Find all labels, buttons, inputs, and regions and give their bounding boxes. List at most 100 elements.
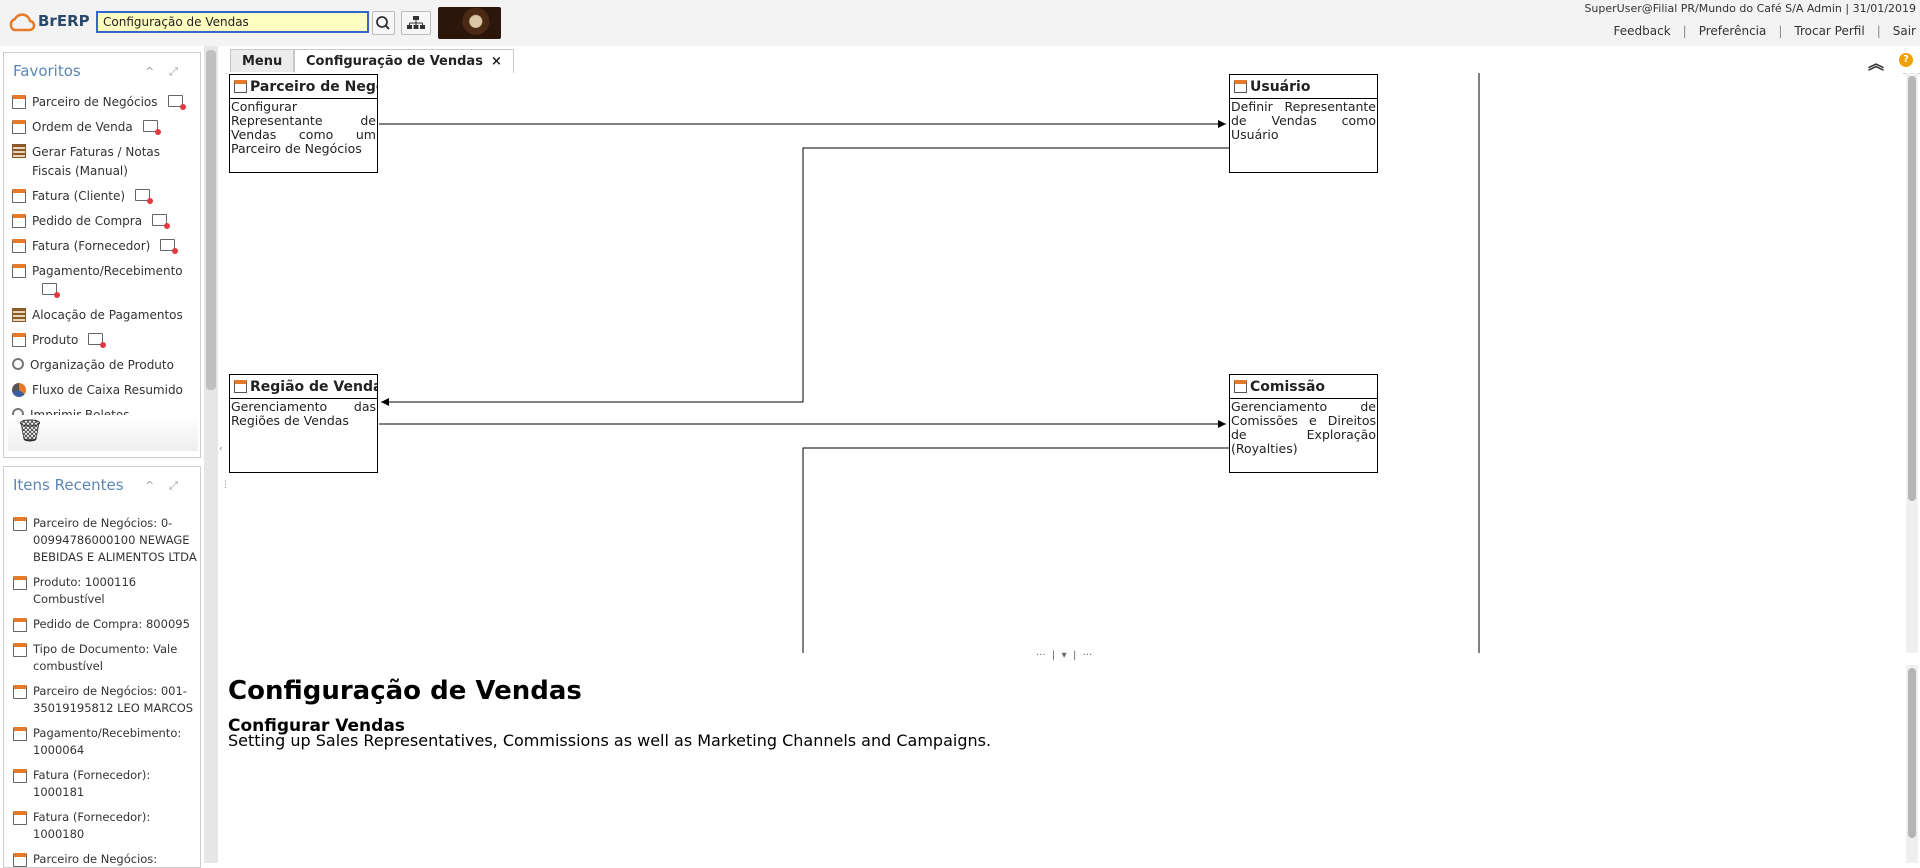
favorite-item[interactable]: Fatura (Fornecedor) [8, 237, 198, 256]
recent-label: Tipo de Documento: Vale combustível [33, 642, 178, 673]
recent-label: Pagamento/Recebimento: 1000064 [33, 726, 182, 757]
favorite-item[interactable]: Organização de Produto [8, 356, 198, 375]
diagram-scroll-thumb[interactable] [1908, 76, 1916, 501]
workflow-node-sales-region[interactable]: Região de Vendas Gerenciamento das Regiõ… [229, 374, 378, 473]
workflow-node-user[interactable]: Usuário Definir Representante de Vendas … [1229, 74, 1378, 173]
window-icon [12, 333, 26, 347]
report-icon [12, 308, 26, 322]
recent-item[interactable]: Parceiro de Negócios: [8, 851, 198, 867]
recent-item[interactable]: Pagamento/Recebimento: 1000064 [8, 725, 198, 759]
sidebar-scroll-thumb[interactable] [206, 50, 216, 390]
maximize-icon[interactable]: ⤢ [169, 479, 178, 492]
connector-user-to-region [381, 147, 1229, 406]
change-role-link[interactable]: Trocar Perfil [1794, 24, 1865, 38]
favorite-label: Parceiro de Negócios [32, 95, 158, 109]
search-button[interactable] [372, 11, 395, 35]
window-icon [13, 618, 27, 632]
menu-search-input[interactable] [96, 11, 369, 33]
workflow-diagram: Parceiro de Negócios Configurar Represen… [227, 73, 1903, 653]
splitter-handle-icon[interactable]: ··· | ▾ | ··· [1036, 650, 1093, 661]
sitemap-icon [407, 16, 425, 29]
recent-item[interactable]: Pedido de Compra: 800095 [8, 616, 198, 633]
recent-label: Parceiro de Negócios: [33, 852, 158, 866]
window-icon [234, 80, 247, 93]
window-icon [13, 517, 27, 531]
help-scroll-thumb[interactable] [1908, 668, 1916, 838]
trash-drop-area[interactable]: 🗑 [8, 415, 198, 451]
favorite-item[interactable]: Ordem de Venda [8, 118, 198, 137]
search-icon [376, 16, 390, 30]
cloud-logo-icon [9, 13, 36, 32]
node-title: Comissão [1250, 378, 1326, 395]
tree-menu-button[interactable] [401, 11, 431, 35]
help-title: Configuração de Vendas [228, 676, 582, 706]
favorite-item[interactable]: Fluxo de Caixa Resumido [8, 381, 198, 400]
link-separator: | [1682, 24, 1687, 38]
recent-item[interactable]: Parceiro de Negócios: 001-35019195812 LE… [8, 683, 198, 717]
favorite-label: Alocação de Pagamentos [32, 308, 183, 322]
collapse-icon[interactable]: ^ [145, 479, 155, 492]
open-new-window-icon[interactable] [167, 95, 186, 110]
node-header: Usuário [1230, 75, 1377, 99]
link-separator: | [1876, 24, 1881, 38]
logo-text: BrERP [38, 12, 90, 30]
window-icon [13, 643, 27, 657]
workflow-node-commission[interactable]: Comissão Gerenciamento de Comissões e Di… [1229, 374, 1378, 473]
logout-link[interactable]: Sair [1892, 24, 1916, 38]
recent-label: Parceiro de Negócios: 0-00994786000100 N… [33, 516, 197, 564]
node-header: Comissão [1230, 375, 1377, 399]
favorite-item[interactable]: Alocação de Pagamentos [8, 306, 198, 325]
window-icon [12, 120, 26, 134]
recent-label: Pedido de Compra: 800095 [33, 617, 190, 631]
open-new-window-icon[interactable] [152, 214, 171, 229]
help-icon[interactable]: ? [1899, 53, 1913, 67]
collapse-sidebar-icon[interactable]: ‹ [219, 444, 223, 454]
preferences-link[interactable]: Preferência [1698, 24, 1767, 38]
favorite-label: Ordem de Venda [32, 120, 133, 134]
favorite-item[interactable]: Pagamento/Recebimento [8, 262, 198, 300]
tab-bar: Menu Configuração de Vendas× [226, 46, 1920, 74]
node-description: Gerenciamento das Regiões de Vendas [231, 399, 376, 428]
favorite-item[interactable]: Produto [8, 331, 198, 350]
feedback-link[interactable]: Feedback [1613, 24, 1671, 38]
favorite-item[interactable]: Pedido de Compra [8, 212, 198, 231]
tab-menu[interactable]: Menu [230, 49, 295, 72]
collapse-header-icon[interactable]: ︽ [1867, 54, 1884, 73]
close-tab-icon[interactable]: × [490, 54, 502, 69]
favorites-title: Favoritos [13, 62, 81, 80]
favorite-label: Pagamento/Recebimento [32, 264, 183, 278]
node-header: Região de Vendas [230, 375, 377, 399]
node-description: Gerenciamento de Comissões e Direitos de… [1231, 399, 1376, 456]
workflow-node-business-partner[interactable]: Parceiro de Negócios Configurar Represen… [229, 74, 378, 173]
tab-sales-configuration[interactable]: Configuração de Vendas× [294, 49, 514, 74]
open-new-window-icon[interactable] [142, 120, 161, 135]
favorite-label: Fatura (Cliente) [32, 189, 126, 203]
window-icon [13, 811, 27, 825]
collapse-icon[interactable]: ^ [145, 65, 155, 78]
window-icon [12, 264, 26, 278]
favorite-item[interactable]: Parceiro de Negócios [8, 93, 198, 112]
window-icon [13, 685, 27, 699]
recent-item[interactable]: Fatura (Fornecedor): 1000181 [8, 767, 198, 801]
trash-icon[interactable]: 🗑 [16, 419, 44, 444]
open-new-window-icon[interactable] [42, 283, 60, 298]
window-icon [1234, 380, 1247, 393]
favorite-item[interactable]: Fatura (Cliente) [8, 187, 198, 206]
link-separator: | [1778, 24, 1783, 38]
report-icon [12, 144, 26, 158]
open-new-window-icon[interactable] [135, 189, 154, 204]
recent-item[interactable]: Produto: 1000116 Combustível [8, 574, 198, 608]
splitter-handle-icon[interactable]: ⋮ [221, 480, 230, 490]
favorite-item[interactable]: Gerar Faturas / Notas Fiscais (Manual) [8, 143, 198, 181]
favorites-panel: Favoritos ^ ⤢ Parceiro de Negócios Ordem… [3, 52, 201, 458]
recent-item[interactable]: Fatura (Fornecedor): 1000180 [8, 809, 198, 843]
open-new-window-icon[interactable] [88, 333, 107, 348]
recent-item[interactable]: Tipo de Documento: Vale combustível [8, 641, 198, 675]
node-description: Definir Representante de Vendas como Usu… [1231, 99, 1376, 142]
recent-label: Parceiro de Negócios: 001-35019195812 LE… [33, 684, 194, 715]
open-new-window-icon[interactable] [160, 239, 179, 254]
brerp-logo[interactable]: BrERP [8, 8, 92, 36]
recent-item[interactable]: Parceiro de Negócios: 0-00994786000100 N… [8, 515, 198, 566]
favorite-label: Pedido de Compra [32, 214, 143, 228]
maximize-icon[interactable]: ⤢ [169, 65, 178, 78]
